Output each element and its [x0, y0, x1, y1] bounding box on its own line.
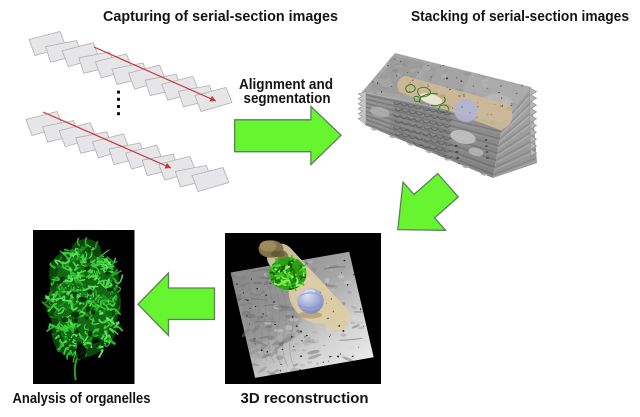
svg-text:Analysis of organelles: Analysis of organelles	[13, 390, 151, 407]
svg-text:3D reconstruction: 3D reconstruction	[241, 390, 369, 407]
svg-text:Capturing of serial-section im: Capturing of serial-section images	[103, 8, 338, 25]
svg-text:Alignment and: Alignment and	[239, 76, 333, 93]
svg-text:segmentation: segmentation	[244, 90, 331, 107]
svg-text:Stacking of serial-section ima: Stacking of serial-section images	[411, 8, 629, 25]
